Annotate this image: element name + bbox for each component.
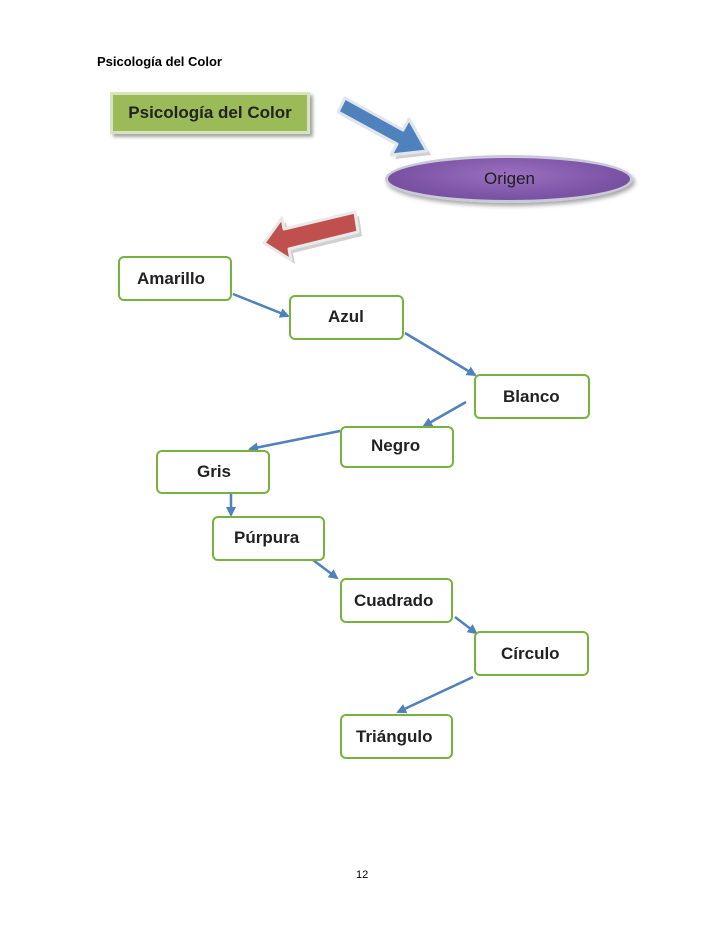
title-box: Psicología del Color xyxy=(110,92,310,134)
node-triangulo: Triángulo xyxy=(340,714,453,759)
node-label: Cuadrado xyxy=(354,590,434,610)
node-purpura: Púrpura xyxy=(212,516,325,561)
origin-label: Origen xyxy=(483,169,535,188)
node-azul: Azul xyxy=(289,295,404,340)
red-block-arrow xyxy=(262,210,362,264)
origin-oval: Origen xyxy=(385,155,633,203)
connector-circulo-triangulo xyxy=(396,675,474,714)
node-blanco: Blanco xyxy=(474,374,590,419)
connector-azul-blanco xyxy=(404,331,477,377)
node-label: Triángulo xyxy=(356,726,433,746)
node-circulo: Círculo xyxy=(474,631,589,676)
node-gris: Gris xyxy=(156,450,270,494)
node-label: Blanco xyxy=(503,386,560,406)
title-box-label: Psicología del Color xyxy=(128,103,292,122)
connector-cuadrado-circulo xyxy=(454,616,478,635)
connector-negro-gris xyxy=(248,429,341,453)
node-amarillo: Amarillo xyxy=(118,256,232,301)
connector-amarillo-azul xyxy=(232,292,290,318)
blue-block-arrow xyxy=(336,96,431,159)
node-label: Negro xyxy=(371,436,421,455)
node-negro: Negro xyxy=(340,426,454,468)
node-label: Amarillo xyxy=(137,268,206,288)
connector-purpura-cuadrado xyxy=(312,559,339,580)
running-header: Psicología del Color xyxy=(97,54,222,69)
node-label: Gris xyxy=(197,462,232,481)
node-cuadrado: Cuadrado xyxy=(340,578,453,623)
node-label: Púrpura xyxy=(234,528,300,547)
connector-blanco-negro xyxy=(422,400,467,428)
node-label: Azul xyxy=(328,307,364,326)
page-number: 12 xyxy=(356,869,369,881)
node-label: Círculo xyxy=(501,643,560,663)
